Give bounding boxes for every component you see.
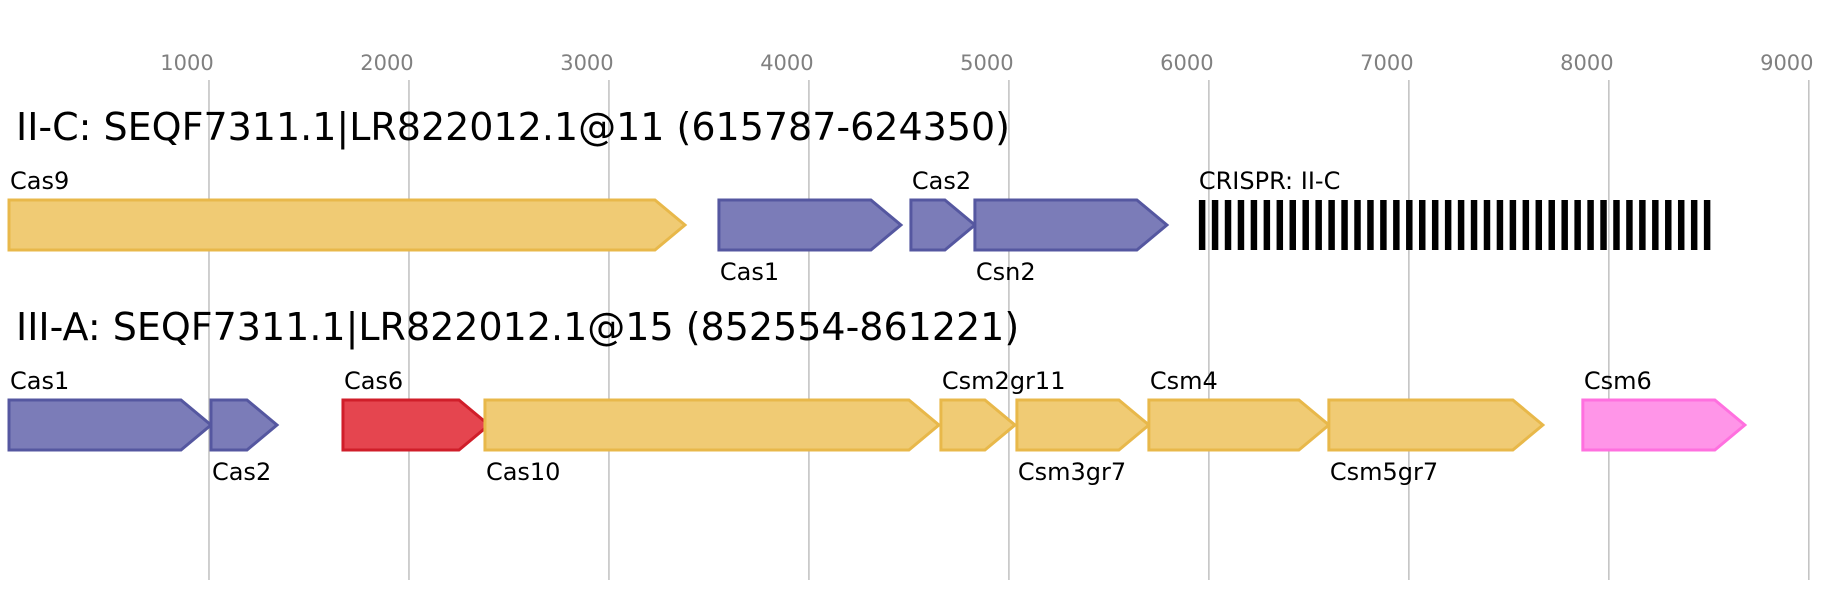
tick-label: 9000 — [1760, 51, 1813, 75]
tick-label: 2000 — [360, 51, 413, 75]
crispr-repeat — [1574, 200, 1581, 250]
gene-label: Cas2 — [912, 167, 971, 195]
gene-label: Csm3gr7 — [1018, 458, 1126, 486]
tick-label: 6000 — [1160, 51, 1213, 75]
tick-label: 8000 — [1560, 51, 1613, 75]
crispr-repeat — [1444, 200, 1452, 250]
crispr-repeat — [1224, 200, 1232, 250]
tick-label: 4000 — [760, 51, 813, 75]
tick-label: 5000 — [960, 51, 1013, 75]
crispr-repeat — [1289, 200, 1296, 250]
crispr-repeat — [1587, 200, 1594, 250]
crispr-repeat — [1522, 200, 1530, 250]
gene-arrow-csm5gr7 — [1327, 398, 1546, 452]
crispr-repeat — [1665, 200, 1672, 250]
gene-arrow-cas2 — [209, 398, 280, 452]
crispr-repeat — [1250, 200, 1258, 250]
tick-label: 3000 — [560, 51, 613, 75]
crispr-repeat — [1367, 200, 1374, 250]
gene-arrow-csm2gr11 — [939, 398, 1018, 452]
gene-arrow-cas9 — [7, 198, 688, 252]
gene-label: Csm4 — [1150, 367, 1218, 395]
crispr-repeat — [1548, 200, 1555, 250]
crispr-repeat — [1431, 200, 1439, 250]
crispr-repeat — [1561, 200, 1568, 250]
crispr-repeat — [1600, 200, 1607, 250]
gene-arrow-csm4 — [1147, 398, 1332, 452]
gene-arrow-csm6 — [1581, 398, 1748, 452]
crispr-label: CRISPR: II-C — [1199, 167, 1340, 195]
crispr-repeat — [1328, 200, 1335, 250]
gene-arrow-cas2 — [909, 198, 978, 252]
gene-label: Cas9 — [10, 167, 69, 195]
crispr-repeat — [1393, 200, 1400, 250]
tick-label: 7000 — [1360, 51, 1413, 75]
crispr-repeat — [1302, 200, 1309, 250]
locus-title: III-A: SEQF7311.1|LR822012.1@15 (852554-… — [16, 305, 1019, 350]
gene-arrow-cas6 — [341, 398, 492, 452]
crispr-repeat — [1483, 200, 1491, 250]
gene-label: Cas1 — [720, 258, 779, 286]
axis-tick-labels: 1000 2000 3000 4000 5000 6000 7000 8000 9000 — [160, 51, 1813, 75]
gene-arrow-cas10 — [483, 398, 942, 452]
crispr-repeat — [1496, 200, 1504, 250]
crispr-repeat — [1406, 200, 1413, 250]
gene-label: Csm5gr7 — [1330, 458, 1438, 486]
loci-tracks: II-C: SEQF7311.1|LR822012.1@11 (615787-6… — [7, 105, 1748, 486]
crispr-repeat — [1263, 200, 1271, 250]
crispr-repeat — [1341, 200, 1348, 250]
locus-track: III-A: SEQF7311.1|LR822012.1@15 (852554-… — [7, 305, 1748, 486]
gene-label: Cas6 — [344, 367, 403, 395]
gene-arrow-csm3gr7 — [1015, 398, 1152, 452]
gridlines — [208, 80, 1810, 580]
gene-arrow-csn2 — [973, 198, 1170, 252]
crispr-repeat — [1470, 200, 1478, 250]
crispr-repeat — [1315, 200, 1322, 250]
crispr-repeat — [1703, 200, 1711, 250]
crispr-repeat — [1237, 200, 1245, 250]
crispr-repeat — [1198, 200, 1206, 250]
crispr-repeat — [1677, 200, 1685, 250]
tick-label: 1000 — [160, 51, 213, 75]
gene-label: Cas2 — [212, 458, 271, 486]
crispr-repeat — [1276, 200, 1284, 250]
crispr-repeat — [1509, 200, 1517, 250]
gene-label: Cas1 — [10, 367, 69, 395]
crispr-repeat — [1690, 200, 1698, 250]
gene-label: Csn2 — [976, 258, 1036, 286]
crispr-repeat — [1652, 200, 1659, 250]
crispr-repeat — [1613, 200, 1620, 250]
gene-arrow-cas1 — [717, 198, 904, 252]
crispr-repeat — [1419, 200, 1426, 250]
crispr-repeat — [1535, 200, 1543, 250]
crispr-repeat — [1639, 200, 1646, 250]
gene-label: Csm2gr11 — [942, 367, 1066, 395]
crispr-array — [1198, 200, 1711, 250]
locus-track: II-C: SEQF7311.1|LR822012.1@11 (615787-6… — [7, 105, 1711, 286]
locus-title: II-C: SEQF7311.1|LR822012.1@11 (615787-6… — [16, 105, 1010, 150]
crispr-repeat — [1457, 200, 1465, 250]
crispr-repeat — [1380, 200, 1387, 250]
crispr-repeat — [1211, 200, 1219, 250]
crispr-repeat — [1354, 200, 1361, 250]
gene-label: Csm6 — [1584, 367, 1652, 395]
gene-label: Cas10 — [486, 458, 561, 486]
gene-arrow-cas1 — [7, 398, 214, 452]
crispr-repeat — [1626, 200, 1633, 250]
